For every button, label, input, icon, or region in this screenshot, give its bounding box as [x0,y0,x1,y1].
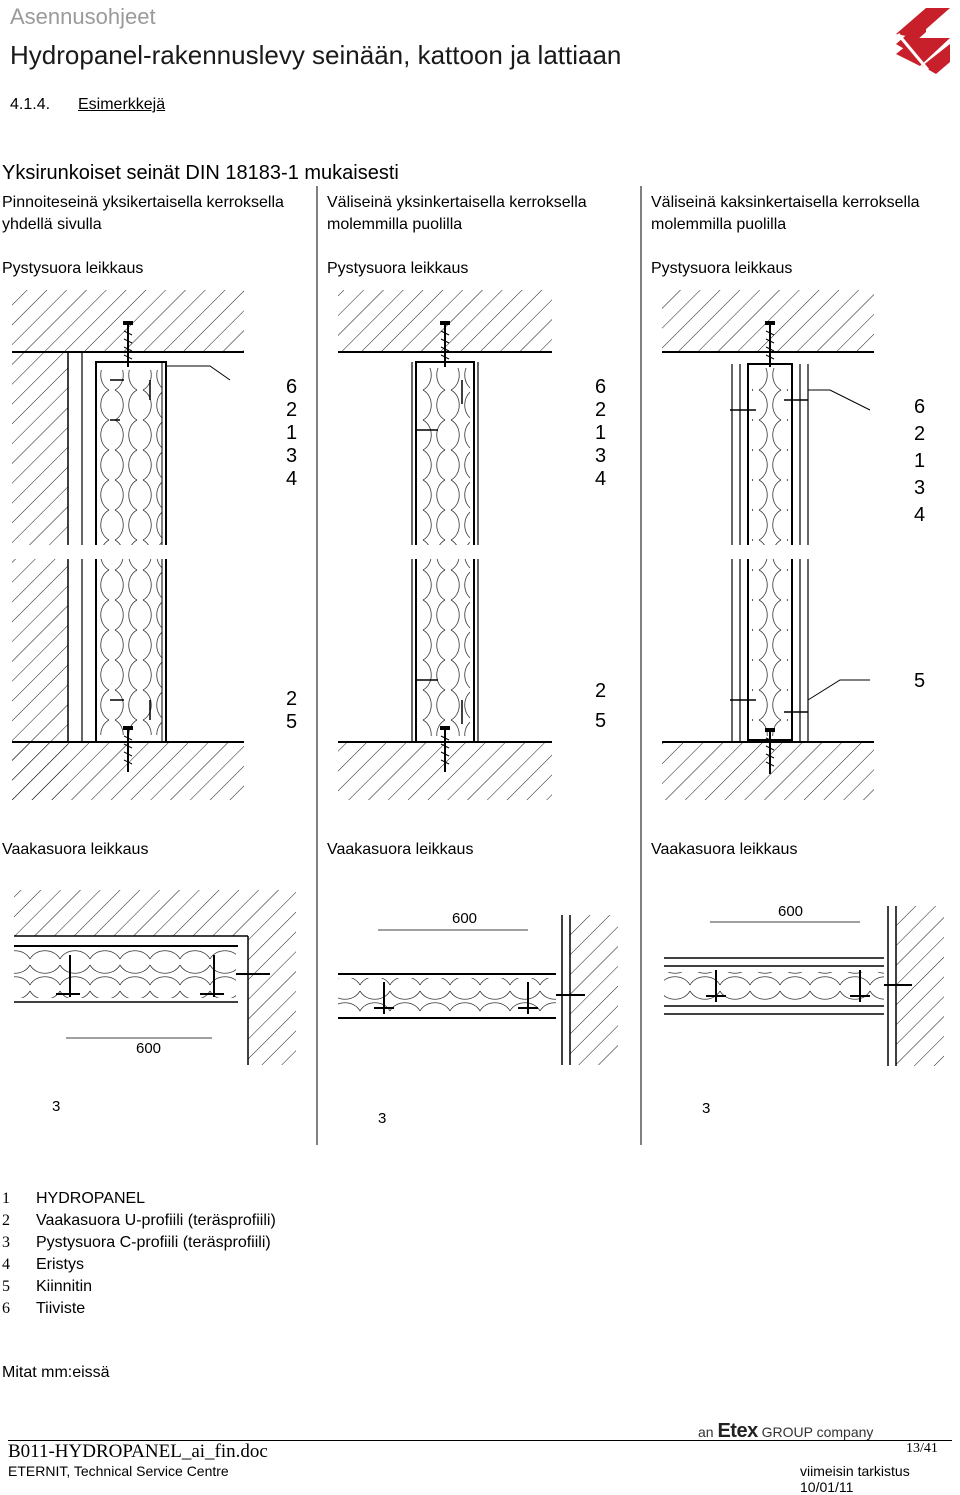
etex-group-logo: an Etex GROUP company [698,1420,874,1442]
col1-profile-label: 3 [52,1098,61,1115]
column-2-horizontal-label: Vaakasuora leikkaus [327,841,474,858]
column-3-title: Väliseinä kaksinkertaisella kerroksella … [651,194,920,233]
footer-company: ETERNIT, Technical Service Centre [8,1463,229,1479]
column-3-horizontal-label: Vaakasuora leikkaus [651,841,798,858]
footer-page-number: 13/41 [906,1441,938,1456]
section-number: 4.1.4. [10,96,51,113]
col1-callouts-top: 6 2 1 3 4 [286,376,298,490]
footer-file-name: B011-HYDROPANEL_ai_fin.doc [8,1441,268,1462]
document-subtitle: Asennusohjeet [10,4,156,29]
col2-vertical-section [338,290,552,800]
eternit-logo-icon [896,8,950,74]
col2-callouts-bottom: 2 5 [595,680,607,732]
col2-horizontal-section [338,915,618,1065]
col3-profile-label: 3 [702,1100,711,1117]
column-1-horizontal-label: Vaakasuora leikkaus [2,841,149,858]
col1-dimension: 600 [136,1040,162,1057]
col1-horizontal-section [14,890,296,1065]
section-name: Esimerkkejä [78,96,166,113]
col3-dimension: 600 [778,903,804,920]
column-3-vertical-label: Pystysuora leikkaus [651,260,793,277]
col3-horizontal-section [664,906,944,1066]
col3-callouts-bottom: 5 [914,670,926,692]
column-2-title: Väliseinä yksinkertaisella kerroksella m… [327,194,587,233]
col2-dimension: 600 [452,910,478,927]
footer-divider [8,1440,952,1441]
column-1-vertical-label: Pystysuora leikkaus [2,260,144,277]
col2-callouts-top: 6 2 1 3 4 [595,376,607,490]
main-heading: Yksirunkoiset seinät DIN 18183-1 mukaise… [2,162,399,184]
col1-callouts-bottom: 2 5 [286,688,298,733]
col3-callouts-top: 6 2 1 3 4 [914,396,926,526]
column-1-title: Pinnoiteseinä yksikertaisella kerroksell… [2,194,284,233]
footer-revision: viimeisin tarkistus 10/01/11 [800,1463,910,1495]
document-title: Hydropanel-rakennuslevy seinään, kattoon… [10,40,622,70]
column-2-vertical-label: Pystysuora leikkaus [327,260,469,277]
units-note: Mitat mm:eissä [2,1364,110,1381]
col3-vertical-section [662,290,874,800]
col2-profile-label: 3 [378,1110,387,1127]
col1-vertical-section [10,290,244,800]
